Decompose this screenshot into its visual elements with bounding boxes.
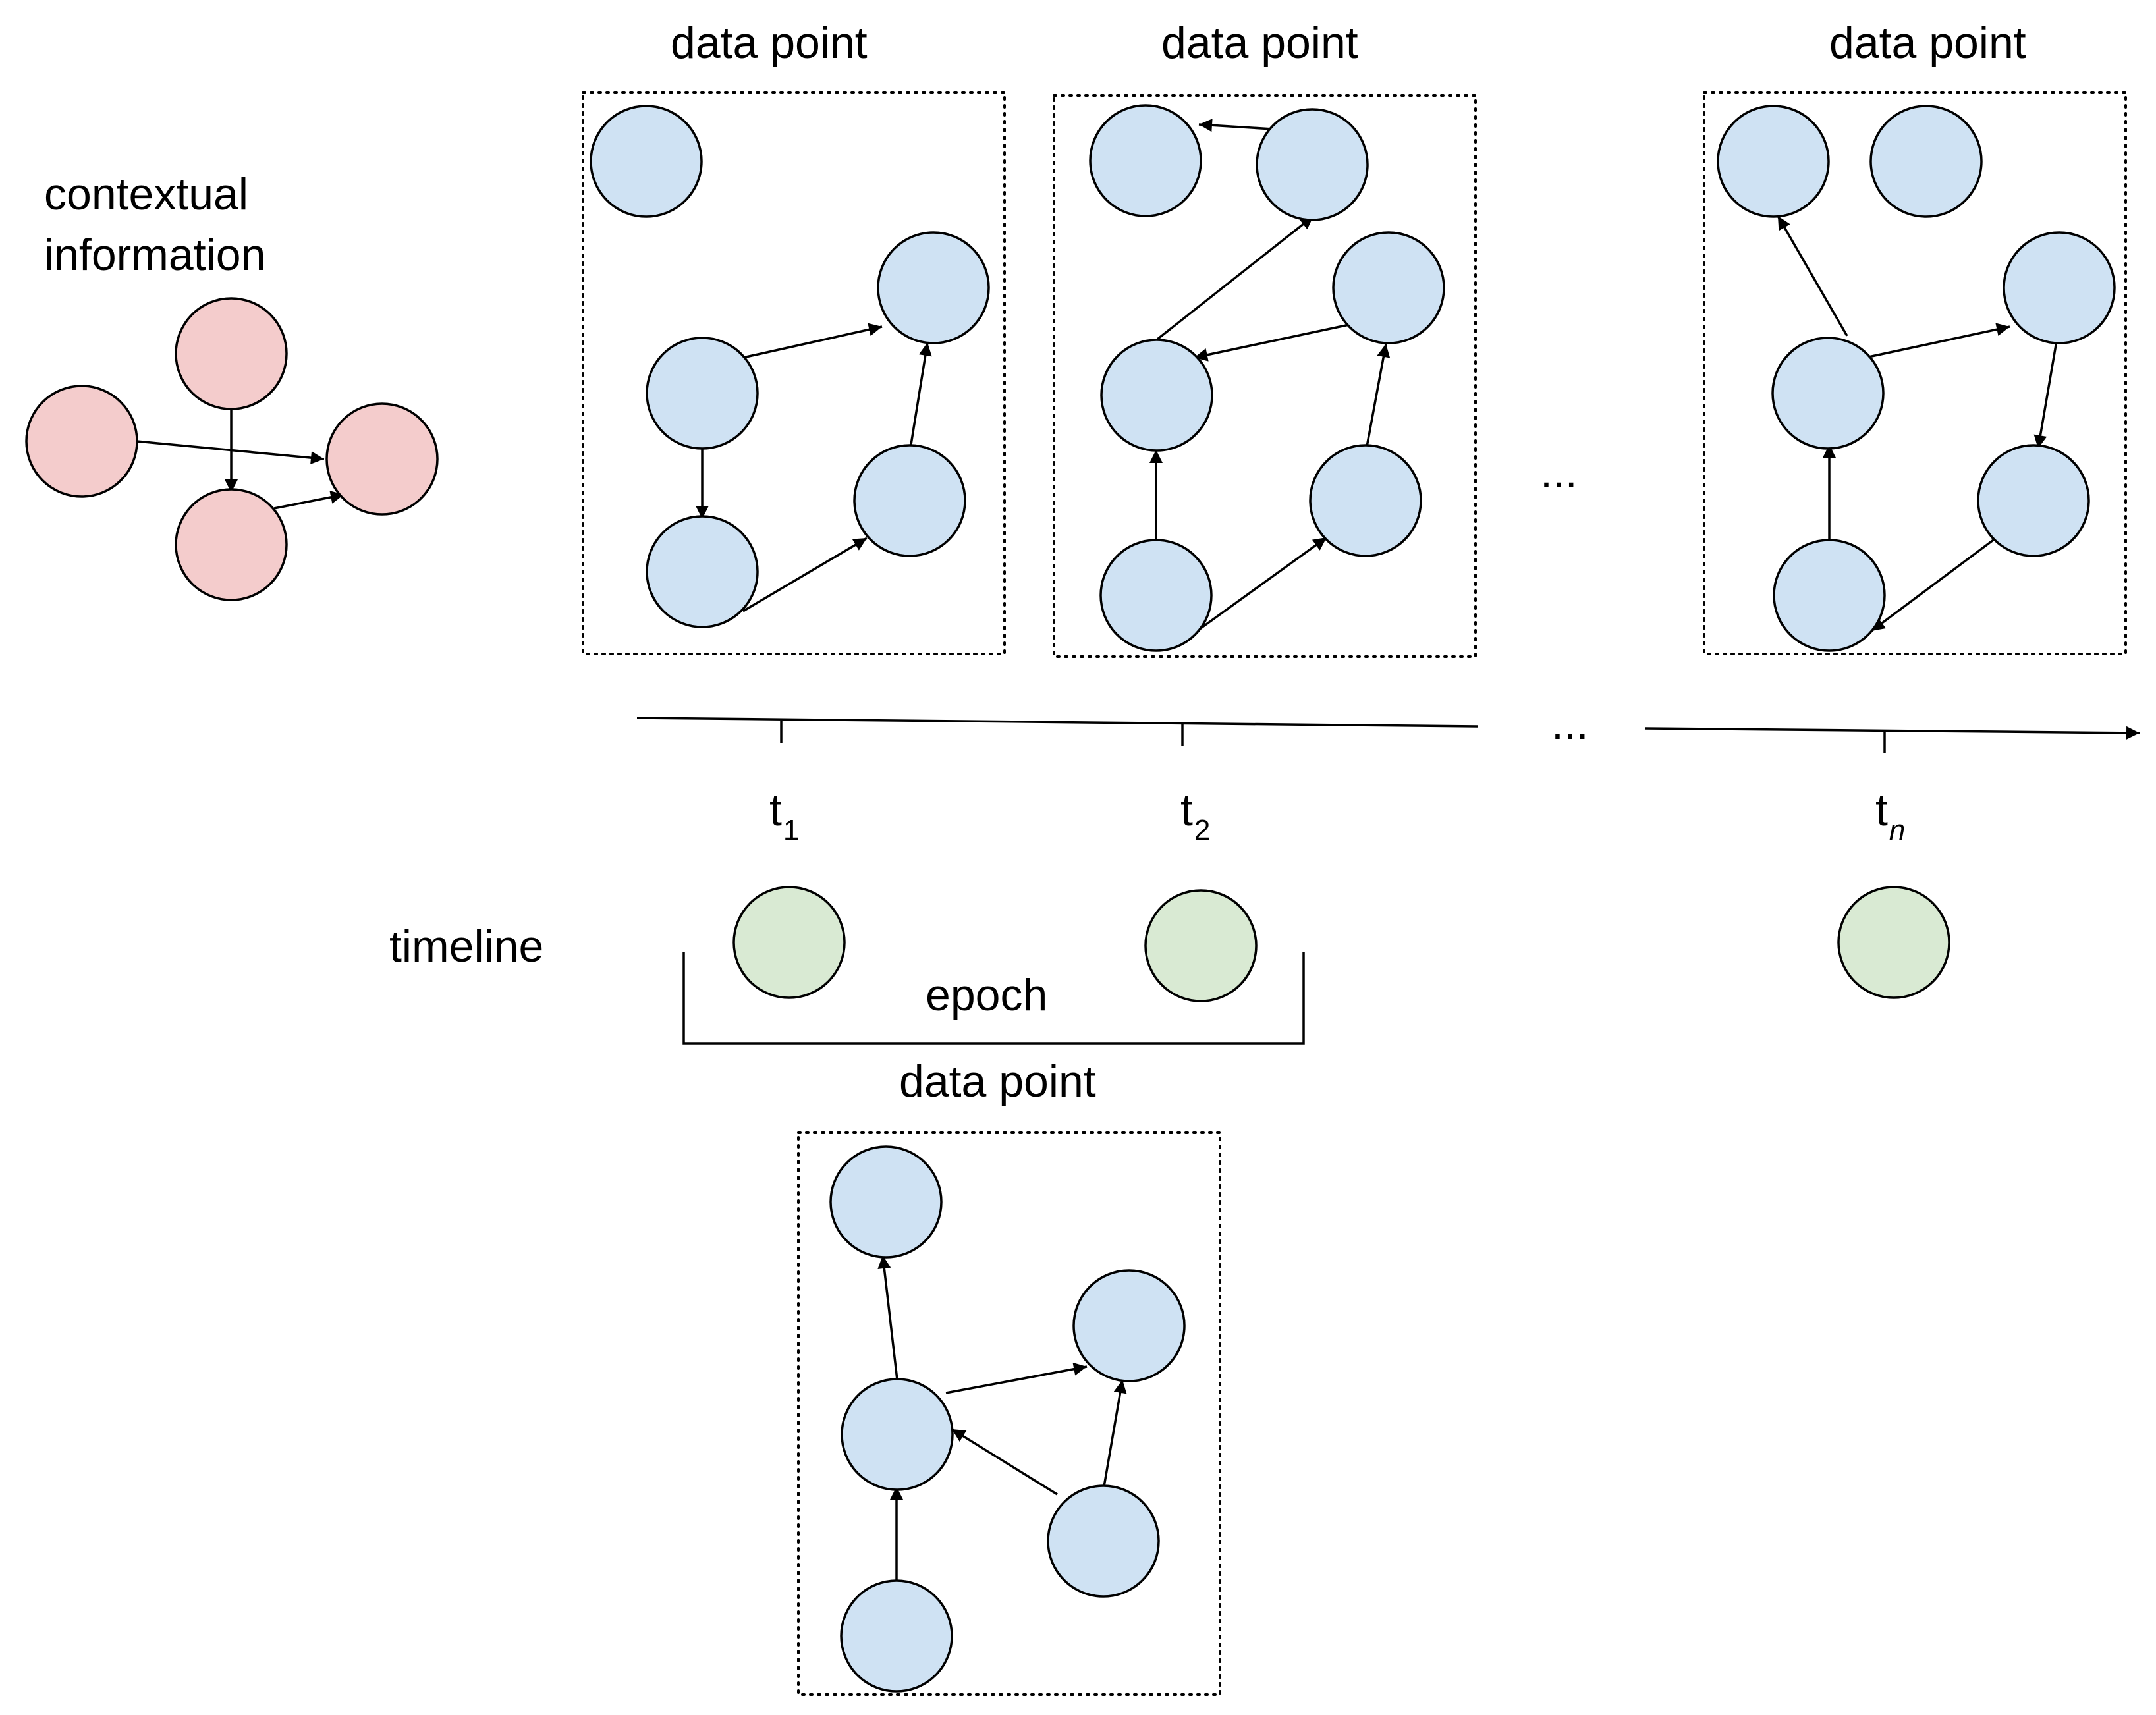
graph-edge bbox=[2033, 340, 2058, 449]
data-point-label: data point bbox=[671, 18, 868, 68]
graph-node bbox=[877, 231, 990, 344]
graph-node bbox=[1089, 104, 1202, 217]
graph-node bbox=[1717, 105, 1830, 218]
graph-node bbox=[1047, 1484, 1160, 1598]
ellipsis: ... bbox=[1540, 447, 1578, 497]
data-point-label: data point bbox=[899, 1056, 1096, 1106]
tick-label-t2: t2 bbox=[1180, 785, 1210, 846]
graph-edge bbox=[1194, 323, 1350, 362]
graph-edge bbox=[1198, 119, 1273, 132]
graph-node bbox=[840, 1579, 953, 1693]
graph-edge bbox=[909, 342, 932, 449]
data-point-label: data point bbox=[1829, 18, 2026, 68]
graph-edge bbox=[1366, 343, 1391, 447]
data-point-epoch: data point bbox=[797, 1056, 1221, 1696]
graph-edge bbox=[1198, 536, 1328, 631]
timeline-label: timeline bbox=[389, 921, 543, 971]
data-point-tn: data point bbox=[1703, 18, 2127, 655]
graph-node bbox=[1773, 539, 1886, 652]
graph-edge bbox=[1865, 323, 2010, 359]
graph-edge bbox=[945, 1362, 1088, 1394]
data-point-box bbox=[1053, 94, 1477, 658]
context-edge bbox=[273, 491, 345, 510]
context-graph: contextual information bbox=[25, 169, 439, 601]
graph-node bbox=[841, 1378, 954, 1491]
graph-node bbox=[1332, 231, 1445, 344]
data-point-t1: data point bbox=[582, 18, 1006, 655]
context-label-line2: information bbox=[44, 230, 265, 280]
graph-node bbox=[646, 337, 759, 450]
graph-node bbox=[853, 444, 966, 557]
graph-edge bbox=[742, 323, 883, 359]
graph-node bbox=[2003, 231, 2116, 344]
epoch-label: epoch bbox=[926, 970, 1047, 1020]
graph-edge bbox=[1777, 215, 1848, 337]
tick-label-t1: t1 bbox=[769, 785, 799, 846]
graph-node bbox=[646, 515, 759, 628]
epoch-bracket bbox=[682, 952, 1305, 1045]
graph-edge bbox=[1870, 537, 1997, 632]
ellipsis: ... bbox=[1551, 699, 1589, 749]
graph-node bbox=[1072, 1269, 1186, 1382]
timeline-segment bbox=[636, 717, 1478, 728]
graph-node bbox=[1771, 337, 1885, 450]
graph-edge bbox=[951, 1428, 1058, 1496]
graph-node bbox=[1309, 444, 1422, 557]
graph-edge bbox=[877, 1255, 898, 1380]
context-edge bbox=[136, 440, 325, 465]
graph-node bbox=[1100, 339, 1213, 452]
time-node-tn bbox=[1837, 886, 1950, 999]
time-node-t2 bbox=[1144, 889, 1258, 1002]
data-point-label: data point bbox=[1161, 18, 1358, 68]
graph-node bbox=[1099, 539, 1213, 652]
context-node bbox=[175, 297, 288, 410]
data-point-t2: data point bbox=[1053, 18, 1477, 658]
graph-edge bbox=[742, 537, 868, 612]
timeline-arrow bbox=[1644, 726, 2140, 740]
context-node bbox=[25, 385, 138, 498]
data-point-box bbox=[797, 1131, 1221, 1696]
context-node bbox=[325, 402, 439, 516]
time-node-t1 bbox=[732, 886, 846, 999]
graph-node bbox=[590, 105, 703, 218]
timeline-events: timeline epoch bbox=[389, 886, 1950, 1045]
context-label-line1: contextual bbox=[44, 169, 248, 219]
data-point-box bbox=[582, 91, 1006, 655]
timeline-axis: ... t1 t2 tn bbox=[636, 699, 2140, 846]
data-point-box bbox=[1703, 91, 2127, 655]
tick-label-tn: tn bbox=[1875, 785, 1905, 846]
graph-node bbox=[1977, 444, 2090, 557]
graph-edge bbox=[1156, 215, 1315, 340]
graph-node bbox=[1256, 108, 1369, 221]
graph-node bbox=[1869, 105, 1983, 218]
context-node bbox=[175, 488, 288, 601]
graph-node bbox=[829, 1145, 943, 1259]
graph-edge bbox=[1103, 1379, 1127, 1487]
